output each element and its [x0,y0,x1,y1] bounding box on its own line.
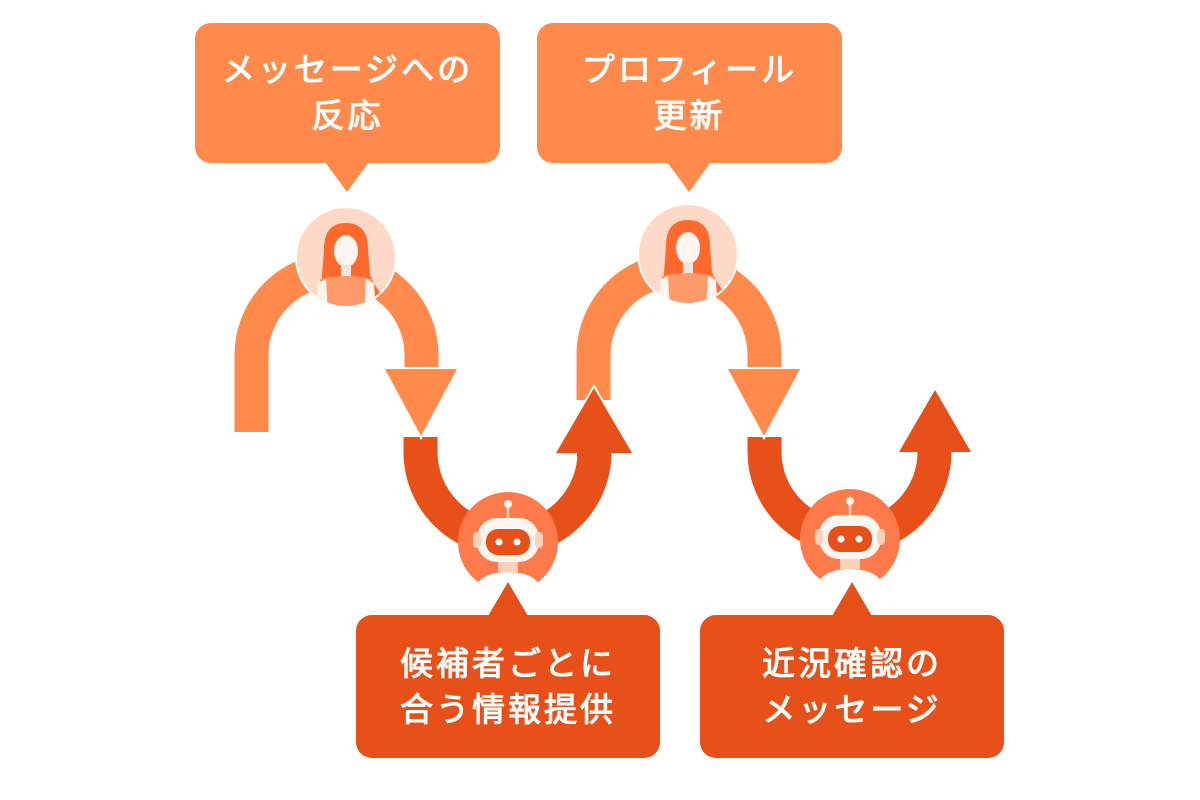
bubble-tail [667,162,711,192]
bubble-line: 近況確認の [762,643,942,683]
bubble-line: メッセージ [762,689,942,729]
woman-avatar-icon [295,206,397,308]
bubble-line: 反応 [311,96,384,135]
bubble-line: メッセージへの [221,50,474,89]
step-bubble-user-reaction: メッセージへの 反応 [195,23,500,192]
bubble-line: 候補者ごとに [400,643,616,683]
step-bubble-profile-update: プロフィール 更新 [537,23,842,192]
bubble-line: 合う情報提供 [400,689,616,729]
bubble-line: 更新 [653,96,726,135]
woman-avatar-icon [637,203,739,305]
up-arrowhead-2 [899,390,971,452]
step-bubble-status-check: 近況確認の メッセージ [700,582,1004,758]
down-arrowhead-2 [728,369,800,436]
bubble-line: プロフィール [581,50,798,89]
robot-avatar-icon [800,489,900,589]
step-bubble-tailored-info: 候補者ごとに 合う情報提供 [356,582,660,758]
bubble-tail [488,582,528,616]
bubble-tail [325,162,369,192]
bubble-tail [832,582,872,616]
